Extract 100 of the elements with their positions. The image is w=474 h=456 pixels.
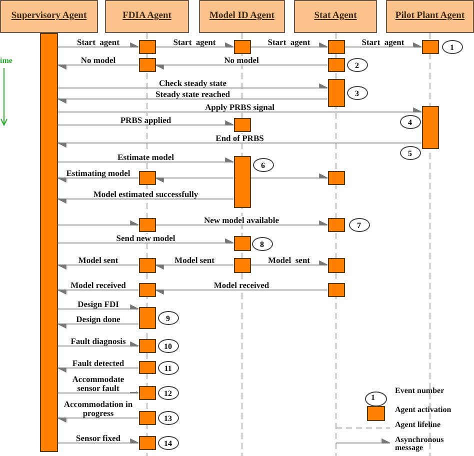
message-arrow — [58, 198, 234, 204]
activation-bar — [328, 79, 344, 107]
message-arrow — [58, 324, 139, 328]
edge-label: Start agent — [266, 38, 312, 46]
edge-label: Steady state reached — [154, 90, 231, 98]
message-arrow — [58, 120, 234, 126]
activation-bar — [138, 283, 156, 297]
message-arrow — [58, 290, 139, 294]
activation-bar — [234, 118, 250, 132]
edge-label: New model available — [202, 216, 280, 224]
message-arrow — [250, 42, 328, 48]
message-arrow — [155, 64, 328, 70]
activation-bar — [328, 171, 344, 185]
agent-box — [199, 0, 285, 33]
event-number: 13 — [158, 411, 178, 425]
message-arrow — [58, 108, 422, 112]
message-arrow — [155, 42, 234, 48]
event-number: 3 — [346, 86, 368, 100]
edge-label: Fault detected — [71, 358, 126, 367]
legend-text: Agent activation — [395, 406, 452, 414]
message-arrow — [58, 418, 139, 422]
activation-bar — [138, 386, 156, 400]
message-arrow — [155, 220, 328, 226]
edge-label: Apply PRBS signal — [204, 102, 276, 111]
event-number: 10 — [158, 339, 178, 353]
message-arrow — [58, 178, 139, 182]
edge-label: Model sent — [266, 256, 312, 264]
message-arrow — [58, 42, 139, 48]
agent-name: Supervisory Agent — [11, 11, 87, 22]
message-arrow — [58, 264, 139, 270]
edge-label: No model — [80, 56, 117, 64]
activation-bar — [422, 106, 438, 149]
edge-label: No model — [223, 56, 260, 64]
activation-bar — [234, 40, 250, 54]
event-number: 12 — [158, 386, 178, 400]
message-arrow — [58, 368, 139, 372]
activation-bar — [234, 258, 250, 273]
edge-label: Send new model — [115, 234, 176, 242]
activation-bar — [138, 339, 156, 353]
edge-label: Model sent — [174, 256, 216, 264]
event-number: 9 — [158, 311, 178, 325]
message-arrow — [155, 178, 234, 182]
activation-bar — [328, 40, 344, 54]
activation-bar — [138, 40, 156, 54]
activation-bar — [40, 33, 58, 452]
message-arrow — [58, 304, 139, 310]
message-arrow — [58, 84, 328, 88]
message-arrow — [58, 342, 139, 346]
message-arrow — [58, 142, 422, 148]
message-arrow — [250, 260, 328, 266]
edge-label: Design FDI — [76, 300, 120, 308]
activation-bar — [138, 171, 156, 185]
activation-bar — [138, 411, 156, 425]
time-label: ime — [0, 57, 12, 66]
edge-label: Model received — [212, 280, 270, 289]
message-arrow — [58, 220, 139, 226]
edge-label: Start agent — [360, 38, 406, 46]
edge-label: PRBS applied — [119, 116, 172, 124]
event-number: 4 — [400, 115, 420, 129]
agent-box — [294, 0, 377, 33]
event-number: 8 — [252, 237, 272, 251]
edge-label: Fault diagnosis — [70, 336, 127, 345]
message-arrow — [58, 98, 328, 104]
event-number: 6 — [252, 158, 274, 172]
agent-name: Pilot Plant Agent — [395, 11, 465, 22]
message-arrow — [58, 238, 234, 244]
message-arrow — [58, 438, 139, 444]
activation-bar — [138, 258, 156, 273]
legend-text: Event number — [395, 387, 446, 396]
message-arrow — [58, 388, 139, 394]
edge-label: End of PRBS — [214, 134, 265, 142]
agent-box — [386, 0, 474, 33]
agent-name: Stat Agent — [314, 11, 357, 22]
activation-bar — [138, 218, 156, 232]
message-arrow — [58, 64, 139, 70]
event-number: 11 — [158, 361, 178, 375]
event-number: 7 — [348, 218, 370, 232]
event-number: 5 — [400, 146, 420, 160]
activation-bar — [234, 236, 250, 251]
agent-name: FDIA Agent — [122, 11, 172, 22]
activation-bar — [138, 307, 156, 329]
activation-bar — [422, 40, 438, 54]
legend-text: Asynchronous message — [395, 436, 445, 453]
edge-label: Model sent — [77, 256, 120, 264]
activation-bar — [138, 58, 156, 72]
event-number: 1 — [442, 40, 462, 54]
agent-box — [105, 0, 189, 33]
edge-label: Estimate model — [116, 152, 175, 161]
event-number: 1 — [371, 394, 375, 402]
edge-label: Design done — [75, 314, 122, 323]
message-arrow — [155, 264, 234, 270]
activation-bar — [328, 218, 344, 232]
message-arrow — [344, 42, 422, 48]
edge-label: Start agent — [76, 38, 120, 46]
edge-label: Start agent — [172, 38, 217, 46]
edge-label: Accommodation in progress — [61, 400, 136, 417]
edge-label: Check steady state — [158, 78, 228, 87]
event-number: 2 — [346, 58, 368, 72]
activation-bar — [328, 258, 344, 273]
edge-label: Estimating model — [65, 168, 132, 177]
